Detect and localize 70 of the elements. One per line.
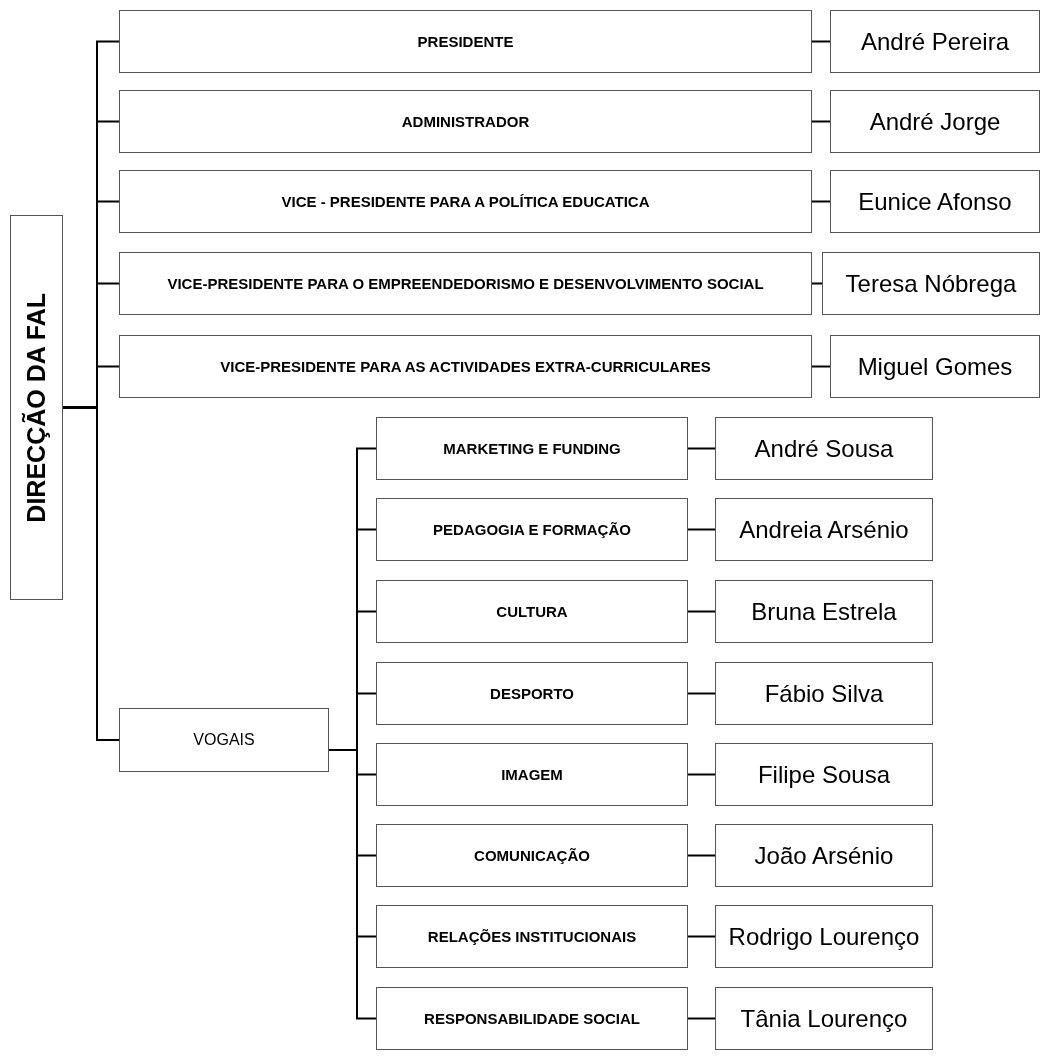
connector-line (687, 528, 716, 531)
role-title: CULTURA (496, 602, 568, 622)
role-box (376, 987, 688, 1050)
connector-line (687, 692, 716, 695)
role-title: PEDAGOGIA E FORMAÇÃO (433, 520, 631, 540)
connector-line (328, 749, 377, 1020)
name-box (715, 824, 933, 887)
connector-line (811, 282, 823, 285)
name-box (715, 905, 933, 968)
role-box (376, 824, 688, 887)
role-box (119, 90, 812, 153)
role-box (376, 580, 688, 643)
role-box (376, 498, 688, 561)
connector-line (811, 365, 831, 368)
connector-line (687, 935, 716, 938)
person-name: Fábio Silva (764, 679, 884, 708)
person-name: Tânia Lourenço (740, 1004, 908, 1033)
connector-line (687, 1017, 716, 1020)
person-name: Rodrigo Lourenço (728, 922, 920, 951)
connector-line (687, 447, 716, 450)
role-title: RESPONSABILIDADE SOCIAL (424, 1009, 640, 1029)
connector-line (811, 40, 831, 43)
role-box (119, 335, 812, 398)
name-box (830, 170, 1040, 233)
role-title: RELAÇÕES INSTITUCIONAIS (427, 927, 637, 947)
role-title: VICE-PRESIDENTE PARA O EMPREENDEDORISMO E DESENVOLVIMENTO SOCIAL (167, 274, 764, 294)
name-box (830, 335, 1040, 398)
role-title: COMUNICAÇÃO (474, 846, 590, 866)
org-title-box (10, 215, 63, 600)
role-box (376, 905, 688, 968)
role-title: VOGAIS (193, 731, 255, 749)
person-name: Filipe Sousa (757, 760, 891, 789)
name-box (830, 10, 1040, 73)
role-box (376, 662, 688, 725)
name-box (715, 987, 933, 1050)
role-box (376, 743, 688, 806)
connector-line (811, 200, 831, 203)
person-name: Eunice Afonso (858, 187, 1012, 216)
role-title: DESPORTO (490, 684, 574, 704)
org-title: DIRECÇÃO DA FAL (22, 292, 51, 523)
role-title: ADMINISTRADOR (401, 112, 530, 132)
role-box (119, 10, 812, 73)
person-name: André Pereira (860, 27, 1010, 56)
role-title: VICE - PRESIDENTE PARA A POLÍTICA EDUCATICA (281, 192, 650, 212)
person-name: Miguel Gomes (857, 352, 1013, 381)
role-title: IMAGEM (501, 765, 563, 785)
role-title: PRESIDENTE (417, 32, 514, 52)
role-title: MARKETING E FUNDING (443, 439, 621, 459)
name-box (715, 580, 933, 643)
connector-line (687, 610, 716, 613)
connector-line (687, 773, 716, 776)
person-name: Teresa Nóbrega (845, 269, 1017, 298)
role-box (119, 170, 812, 233)
role-box (376, 417, 688, 480)
name-box (822, 252, 1040, 315)
name-box (830, 90, 1040, 153)
name-box (715, 498, 933, 561)
role-box (119, 252, 812, 315)
name-box (715, 417, 933, 480)
person-name: André Sousa (754, 434, 894, 463)
person-name: André Jorge (869, 107, 1001, 136)
connector-line (811, 120, 831, 123)
person-name: Andreia Arsénio (739, 515, 909, 544)
name-box (715, 743, 933, 806)
connector-line (687, 854, 716, 857)
role-title: VICE-PRESIDENTE PARA AS ACTIVIDADES EXTRA-CURRICULARES (220, 357, 711, 377)
group-box (119, 708, 329, 772)
name-box (715, 662, 933, 725)
person-name: João Arsénio (754, 841, 894, 870)
person-name: Bruna Estrela (751, 597, 897, 626)
